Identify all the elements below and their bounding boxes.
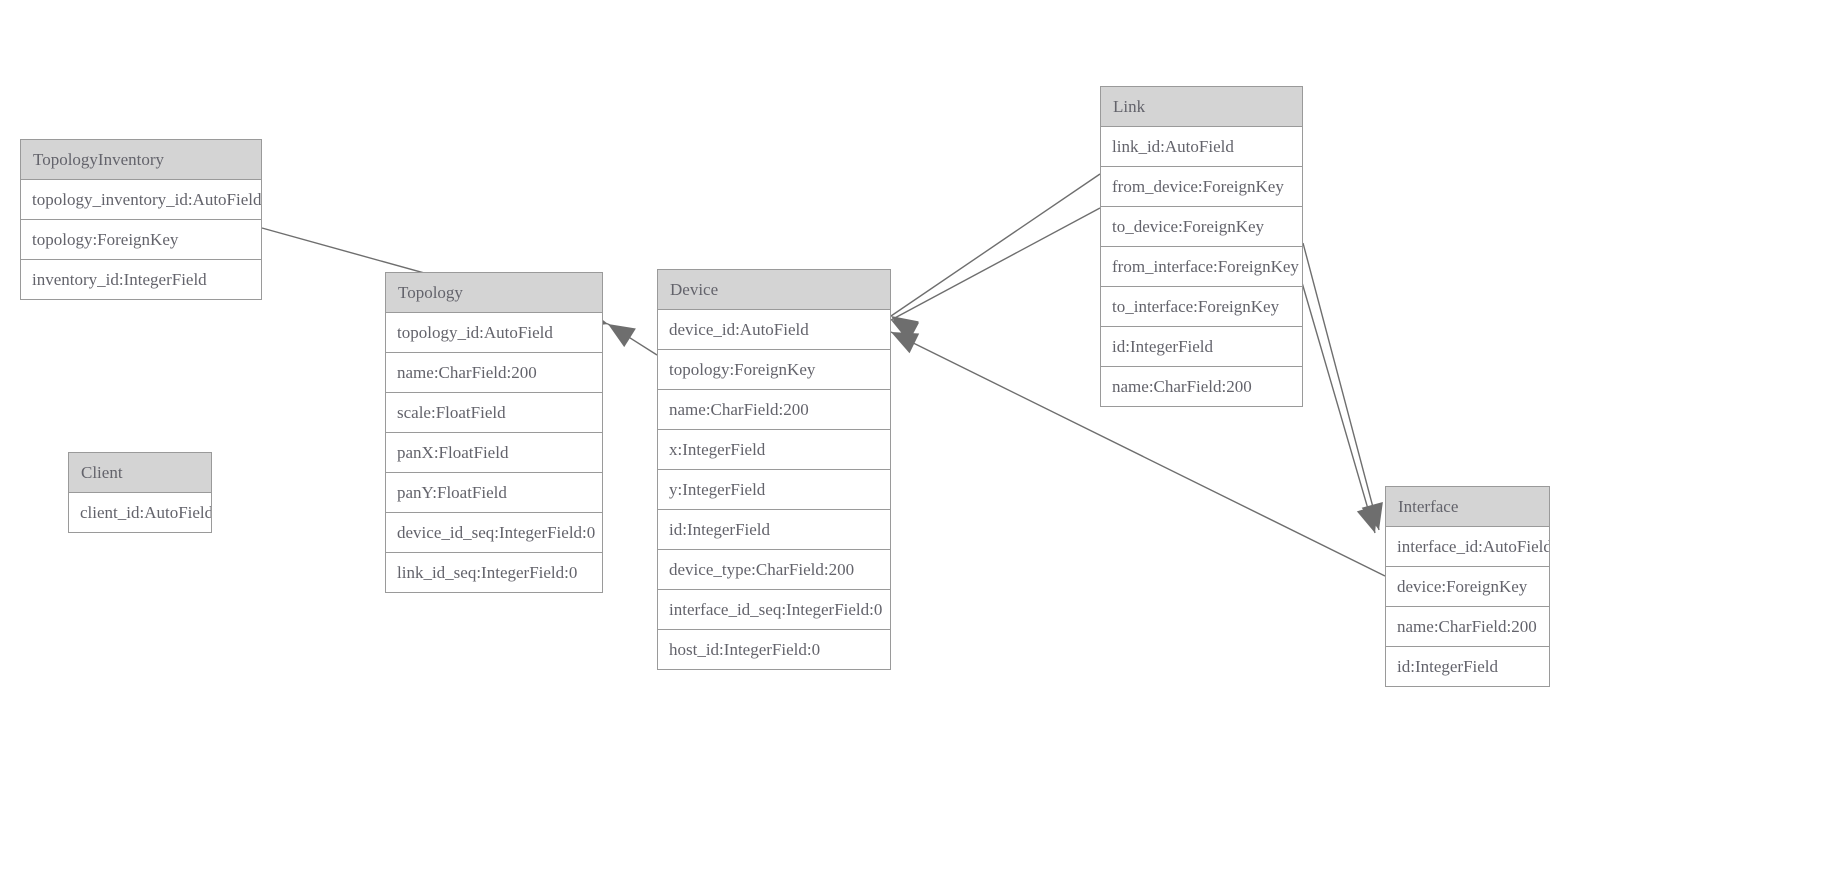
- relationship-arrowhead: [608, 324, 636, 348]
- relationship-arrowhead: [891, 320, 920, 342]
- entity-field: scale:FloatField: [386, 393, 602, 433]
- entity-field: device_id:AutoField: [658, 310, 890, 350]
- entity-field: id:IntegerField: [658, 510, 890, 550]
- entity-field: interface_id_seq:IntegerField:0: [658, 590, 890, 630]
- entity-field: to_device:ForeignKey: [1101, 207, 1302, 247]
- entity-field: y:IntegerField: [658, 470, 890, 510]
- relationship-line: [890, 207, 1101, 321]
- entity-field: device:ForeignKey: [1386, 567, 1549, 607]
- entity-field: interface_id:AutoField: [1386, 527, 1549, 567]
- entity-field: inventory_id:IntegerField: [32, 270, 207, 289]
- entity-field: topology:ForeignKey: [658, 350, 890, 390]
- entity-title-device: Device: [658, 270, 890, 310]
- entity-field: host_id:IntegerField:0: [669, 640, 821, 659]
- entity-field: link_id_seq:IntegerField:0: [397, 563, 578, 582]
- entity-field: device_id_seq:IntegerField:0: [386, 513, 602, 553]
- relationship-link-to_interface-to-interface: [1295, 261, 1378, 534]
- relationship-device-to-topology: [607, 323, 658, 356]
- entity-field: panY:FloatField: [386, 473, 602, 513]
- relationship-link-from_device-to-device: [890, 173, 1101, 340]
- entity-field: from_device:ForeignKey: [1101, 167, 1302, 207]
- entity-field: device_type:CharField:200: [658, 550, 890, 590]
- relationship-arrowhead: [891, 316, 919, 340]
- relationship-arrowhead: [891, 332, 920, 354]
- entity-field: topology_id:AutoField: [386, 313, 602, 353]
- entity-field: name:CharField:200: [386, 353, 602, 393]
- entity-field: link_id:AutoField: [1101, 127, 1302, 167]
- entity-field: panX:FloatField: [386, 433, 602, 473]
- entity-title-client: Client: [69, 453, 211, 493]
- entity-field: to_interface:ForeignKey: [1101, 287, 1302, 327]
- entity-fields-client: client_id:AutoField: [69, 493, 211, 532]
- entity-field: x:IntegerField: [658, 430, 890, 470]
- entity-title-topology_inventory: TopologyInventory: [21, 140, 261, 180]
- relationship-link-to_device-to-device: [890, 207, 1101, 342]
- relationship-line: [1302, 242, 1380, 531]
- entity-field: from_interface:ForeignKey: [1101, 247, 1302, 287]
- entity-title-link: Link: [1101, 87, 1302, 127]
- relationship-line: [607, 323, 658, 356]
- entity-field: name:CharField:200: [1386, 607, 1549, 647]
- entity-client[interactable]: Client client_id:AutoField: [68, 452, 212, 533]
- relationship-link-from_interface-to-interface: [1302, 242, 1383, 531]
- relationship-arrowhead: [1361, 502, 1383, 530]
- relationship-line: [890, 173, 1101, 317]
- entity-field: topology:ForeignKey: [21, 220, 261, 260]
- entity-field: id:IntegerField: [1101, 327, 1302, 367]
- entity-field: client_id:AutoField: [80, 503, 211, 522]
- relationship-arrowhead: [1356, 504, 1378, 533]
- relationship-line: [1295, 261, 1376, 534]
- entity-title-topology: Topology: [386, 273, 602, 313]
- entity-field: name:CharField:200: [658, 390, 890, 430]
- entity-title-interface: Interface: [1386, 487, 1549, 527]
- entity-field: name:CharField:200: [1112, 377, 1252, 396]
- entity-field: id:IntegerField: [1397, 657, 1499, 676]
- entity-field: topology_inventory_id:AutoField: [21, 180, 261, 220]
